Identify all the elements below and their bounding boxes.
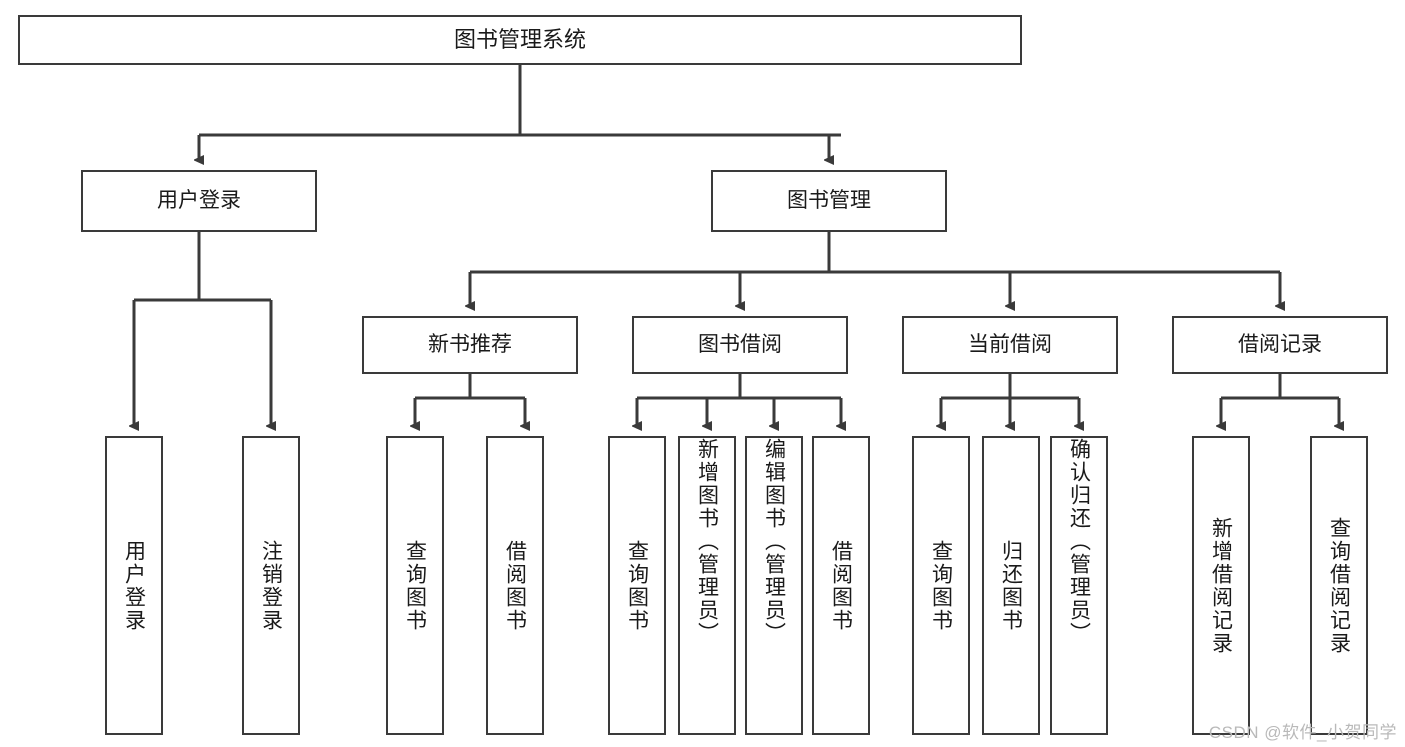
node-label: 归还图书 [999,539,1023,632]
leaf-borrow-book-recommend[interactable]: 借阅图书 [486,436,544,735]
node-label: 查询图书 [403,539,427,632]
node-label: 新增图书（管理员） [695,438,719,645]
node-borrow-record[interactable]: 借阅记录 [1172,316,1388,374]
leaf-query-book-current[interactable]: 查询图书 [912,436,970,735]
node-root-system[interactable]: 图书管理系统 [18,15,1022,65]
watermark-text: CSDN @软件_小贺同学 [1208,723,1397,742]
leaf-confirm-return-admin[interactable]: 确认归还（管理员） [1050,436,1108,735]
node-label: 图书管理系统 [453,27,586,53]
node-label: 借阅图书 [503,539,527,632]
leaf-query-borrow-record[interactable]: 查询借阅记录 [1310,436,1368,735]
node-book-management[interactable]: 图书管理 [711,170,947,232]
node-label: 图书管理 [787,188,871,212]
leaf-add-borrow-record[interactable]: 新增借阅记录 [1192,436,1250,735]
leaf-borrow-book[interactable]: 借阅图书 [812,436,870,735]
node-label: 注销登录 [259,539,283,632]
node-label: 查询借阅记录 [1327,516,1351,655]
node-label: 当前借阅 [968,332,1052,356]
node-label: 借阅图书 [829,539,853,632]
node-new-book-recommend[interactable]: 新书推荐 [362,316,578,374]
node-label: 图书借阅 [698,332,782,356]
node-label: 查询图书 [929,539,953,632]
node-book-borrow[interactable]: 图书借阅 [632,316,848,374]
node-label: 新增借阅记录 [1209,516,1233,655]
node-label: 编辑图书（管理员） [762,438,786,645]
node-label: 新书推荐 [428,332,512,356]
node-current-borrow[interactable]: 当前借阅 [902,316,1118,374]
node-user-login[interactable]: 用户登录 [81,170,317,232]
leaf-edit-book-admin[interactable]: 编辑图书（管理员） [745,436,803,735]
leaf-logout-login[interactable]: 注销登录 [242,436,300,735]
leaf-return-book[interactable]: 归还图书 [982,436,1040,735]
leaf-add-book-admin[interactable]: 新增图书（管理员） [678,436,736,735]
leaf-query-book-borrow[interactable]: 查询图书 [608,436,666,735]
node-label: 借阅记录 [1238,332,1322,356]
node-label: 确认归还（管理员） [1067,438,1091,645]
leaf-query-book-recommend[interactable]: 查询图书 [386,436,444,735]
node-label: 用户登录 [122,539,146,632]
leaf-user-login[interactable]: 用户登录 [105,436,163,735]
node-label: 用户登录 [157,188,241,212]
node-label: 查询图书 [625,539,649,632]
